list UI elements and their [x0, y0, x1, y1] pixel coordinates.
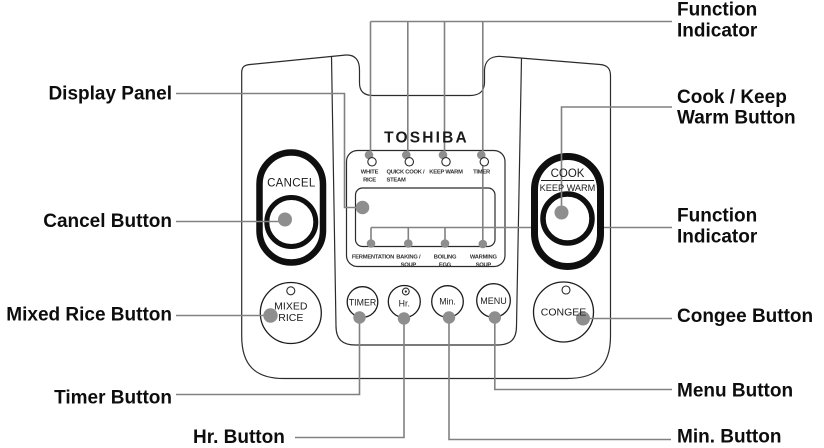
baking-soup-indicator-dot — [404, 239, 413, 248]
keep-warm-button-label: KEEP WARM — [540, 183, 596, 193]
boiling-egg-indicator-dot — [440, 239, 450, 248]
baking-soup-label-1: BAKING / — [396, 255, 421, 261]
menu-dot — [488, 311, 501, 324]
callout-min: Min. Button — [677, 427, 781, 448]
mixed-rice-indicator-lamp — [286, 286, 296, 296]
fermentation-label: FERMENTATION — [352, 255, 394, 261]
cook-label: COOK — [551, 168, 585, 180]
warming-soup-label-1: WARMING — [470, 255, 498, 261]
mixed-rice-label-1: MIXED — [274, 301, 308, 313]
callout-mixed-rice: Mixed Rice Button — [6, 305, 172, 326]
timer-button-label: TIMER — [349, 298, 376, 308]
cook-keep-warm-button-ring — [540, 191, 595, 246]
timer-leader-line — [176, 317, 361, 396]
boiling-egg-label-1: BOILING — [434, 255, 457, 261]
boiling-egg-label-2: EGG — [439, 263, 452, 269]
cancel-dot — [278, 212, 292, 227]
display-panel-leader-line — [176, 92, 357, 209]
fermentation-indicator-dot — [366, 239, 376, 248]
hr-dot — [397, 312, 411, 325]
white-rice-label-2: RICE — [363, 178, 376, 184]
cook-keep-warm-dot — [554, 205, 569, 220]
white-rice-label-1: WHITE — [361, 170, 379, 176]
callout-display-panel: Display Panel — [48, 84, 172, 105]
timer-lamp — [479, 157, 490, 167]
toshiba-logo: TOSHIBA — [384, 130, 469, 147]
callout-cook-keep-warm-2: Warm Button — [677, 108, 796, 129]
keep-warm-label: KEEP WARM — [429, 170, 463, 176]
display-panel-dot — [355, 200, 370, 215]
congee-dot — [576, 311, 590, 326]
mixed-rice-dot — [263, 308, 278, 323]
congee-button-label: CONGEE — [541, 307, 587, 319]
timer-indicator-label: TIMER — [473, 170, 491, 176]
hr-button-label: Hr. — [399, 299, 410, 309]
mixed-rice-label-2: RICE — [278, 312, 303, 324]
callout-function-indicator-mid-2: Indicator — [677, 227, 758, 248]
timer-dot — [353, 311, 366, 324]
min-dot — [442, 311, 456, 324]
cooker-body-outline — [241, 54, 612, 380]
cancel-button-label: CANCEL — [267, 178, 316, 190]
warming-soup-label-2: SOUP — [476, 263, 492, 269]
callout-cancel: Cancel Button — [43, 211, 172, 232]
mixed-rice-button — [259, 281, 322, 345]
callout-function-indicator-mid-1: Function — [677, 206, 757, 227]
baking-soup-label-2: SOUP — [401, 263, 417, 269]
callout-cook-keep-warm-1: Cook / Keep — [677, 87, 787, 108]
display-panel-bezel — [345, 149, 506, 268]
menu-leader-line — [494, 317, 672, 391]
display-lcd — [354, 187, 496, 248]
callout-congee: Congee Button — [677, 306, 813, 327]
min-button-label: Min. — [439, 297, 456, 307]
quick-cook-label-2: STEAM — [387, 178, 406, 184]
callout-function-indicator-top-1: Function — [677, 0, 757, 21]
hr-leader-line — [295, 318, 405, 439]
warming-soup-indicator-dot — [478, 239, 488, 249]
callout-dots — [263, 150, 590, 326]
leader-lines — [176, 20, 672, 441]
center-panel-outline — [330, 56, 523, 346]
keep-warm-lamp — [441, 157, 451, 167]
callout-menu: Menu Button — [677, 381, 793, 402]
congee-indicator-lamp — [561, 285, 571, 295]
cook-keep-warm-leader-line — [560, 106, 672, 213]
quick-cook-lamp — [404, 157, 415, 167]
callout-hr: Hr. Button — [193, 427, 285, 448]
congee-button — [532, 281, 595, 343]
function-indicator-top-leader-line — [369, 20, 672, 240]
hr-clock-icon-center — [404, 290, 407, 293]
white-rice-lamp — [367, 157, 377, 167]
min-leader-line — [448, 317, 671, 441]
callout-function-indicator-top-2: Indicator — [677, 21, 758, 42]
callout-timer: Timer Button — [54, 388, 172, 409]
menu-button-label: MENU — [480, 296, 507, 306]
quick-cook-label-1: QUICK COOK / — [387, 170, 426, 176]
